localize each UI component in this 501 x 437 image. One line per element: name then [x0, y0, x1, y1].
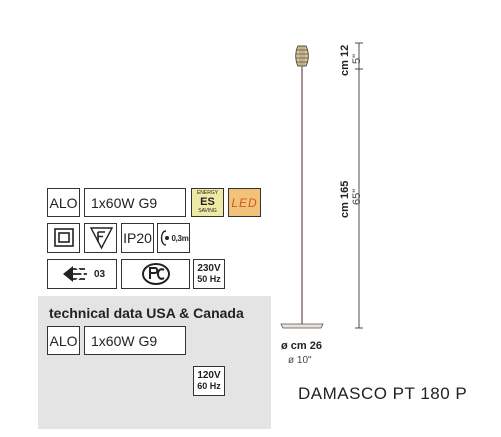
energy-line2: SAVING — [198, 208, 217, 214]
usa-bulb-label: 1x60W G9 — [91, 332, 158, 349]
distance-box: 0,3m — [157, 223, 190, 253]
lamp-type-box: ALO — [47, 188, 80, 217]
voltage-usa-box: 120V 60 Hz — [193, 366, 225, 396]
lamp-base — [280, 323, 324, 329]
base-diameter-cm: ø cm 26 — [281, 340, 322, 352]
voltage-usa-v: 120V — [197, 370, 221, 381]
ce-class-box: 03 — [47, 259, 117, 289]
usa-lamp-type-label: ALO — [49, 332, 78, 349]
usa-bulb-box: 1x60W G9 — [84, 326, 186, 355]
voltage-usa-hz: 60 Hz — [197, 381, 221, 391]
distance-icon — [161, 230, 170, 246]
f-mark-icon — [89, 227, 114, 250]
total-height-in: 65" — [351, 188, 363, 205]
double-insulation-icon — [54, 228, 74, 247]
rst-certification-icon — [141, 263, 170, 285]
class-ii-icon-box — [47, 223, 80, 253]
product-model-name: DAMASCO PT 180 P — [298, 384, 468, 403]
led-badge: LED — [228, 188, 261, 217]
f-mark-icon-box — [84, 223, 117, 253]
distance-label: 0,3m — [171, 233, 189, 243]
class-code: 03 — [93, 268, 106, 280]
shade-height-cm: cm 12 — [339, 44, 351, 76]
ip-rating-label: IP20 — [123, 230, 152, 246]
lamp-type-label: ALO — [49, 194, 78, 211]
usa-canada-panel — [38, 296, 271, 429]
rst-mark-box — [121, 259, 190, 289]
usa-canada-title: technical data USA & Canada — [49, 305, 244, 321]
shade-height-in: 5" — [351, 53, 363, 64]
lamp-shade — [295, 45, 309, 67]
ip-rating-box: IP20 — [121, 223, 154, 253]
bulb-label: 1x60W G9 — [91, 194, 158, 211]
total-height-cm: cm 165 — [339, 180, 351, 218]
energy-line1: ENERGY — [196, 190, 219, 196]
voltage-eu-box: 230V 50 Hz — [193, 259, 225, 289]
voltage-eu-v: 230V — [197, 263, 221, 274]
usa-lamp-type-box: ALO — [47, 326, 80, 355]
ce-arrow-icon — [62, 265, 87, 283]
bulb-box: 1x60W G9 — [84, 188, 186, 217]
led-label: LED — [231, 195, 258, 210]
base-diameter-in: ø 10" — [288, 355, 312, 366]
energy-saving-badge: ENERGY ES SAVING — [191, 188, 224, 217]
voltage-eu-hz: 50 Hz — [197, 274, 221, 284]
energy-big: ES — [200, 196, 215, 208]
